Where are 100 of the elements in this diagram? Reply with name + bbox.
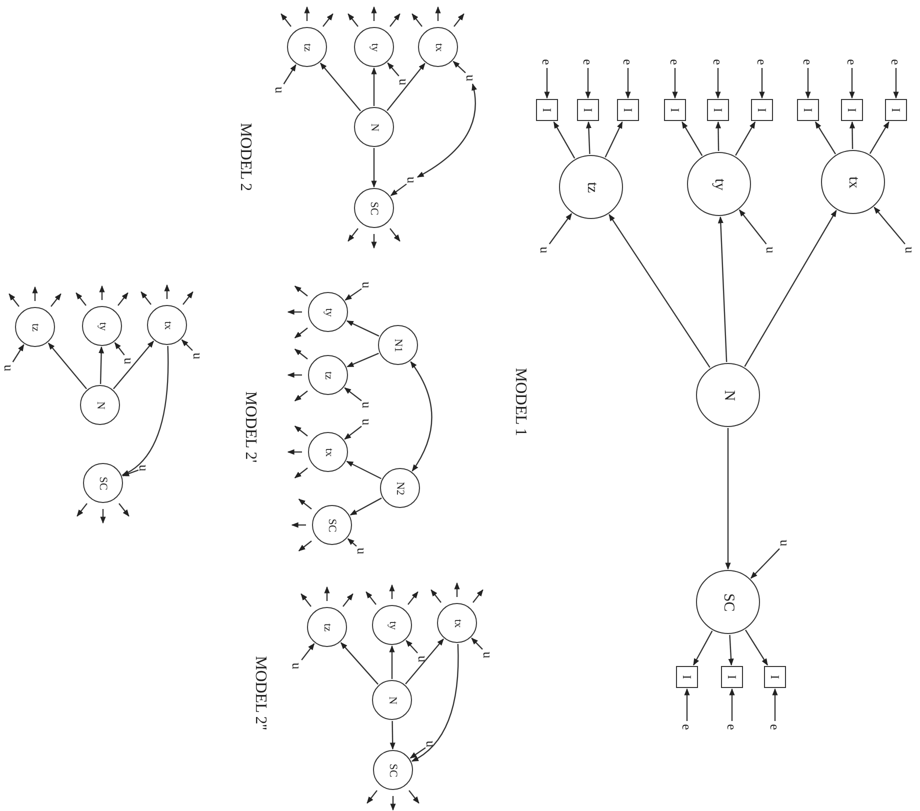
arrow	[625, 68, 631, 99]
indicator-box: I	[797, 99, 819, 121]
arrow	[454, 13, 464, 27]
term-label: u	[406, 176, 418, 184]
latent-variable-circle: tz	[559, 155, 623, 219]
arrow	[12, 344, 24, 362]
term-label: e	[726, 724, 738, 730]
indicator-box: I	[764, 666, 786, 688]
arrow	[118, 292, 128, 306]
arrow	[759, 68, 765, 99]
arrow	[728, 634, 734, 666]
latent-variable-circle: tx	[418, 27, 458, 67]
latent-variable-circle: N	[80, 385, 120, 425]
term-label: e	[846, 59, 858, 65]
term-label: u	[778, 540, 792, 546]
arrow	[8, 293, 20, 307]
arrow	[772, 688, 778, 721]
model-title: MODEL 2	[237, 122, 253, 192]
latent-variable-circle: SC	[312, 505, 352, 545]
curved-arrow	[411, 644, 459, 762]
latent-variable-circle: tx	[437, 603, 477, 643]
indicator-box: I	[885, 99, 907, 121]
arrow	[122, 469, 139, 476]
arrow	[430, 589, 442, 603]
arrow	[682, 121, 703, 156]
arrow	[346, 352, 379, 368]
arrow	[805, 68, 811, 99]
term-label: e	[582, 59, 594, 65]
latent-variable-circle: ty	[687, 152, 751, 216]
arrow	[294, 390, 308, 402]
arrow	[548, 213, 572, 244]
term-label: e	[890, 59, 902, 65]
term-label: u	[360, 282, 374, 288]
arrow	[849, 121, 856, 150]
term-label: u	[274, 86, 286, 94]
arrow	[371, 67, 377, 106]
arrow	[280, 13, 292, 27]
arrow	[344, 288, 362, 301]
arrow	[182, 291, 194, 305]
arrow	[371, 6, 377, 21]
term-label: u	[482, 652, 494, 658]
indicator-box: I	[707, 99, 729, 121]
term-label: u	[290, 662, 304, 670]
term-label: e	[622, 59, 634, 65]
arrow	[348, 228, 358, 242]
latent-variable-circle: tz	[308, 355, 348, 395]
latent-variable-circle: tx	[147, 305, 187, 345]
latent-variable-circle: SC	[83, 463, 123, 503]
arrow	[435, 6, 441, 21]
arrow	[389, 584, 395, 599]
arrow	[371, 234, 377, 249]
model-title: MODEL 2''	[252, 656, 268, 730]
arrow	[729, 688, 735, 721]
arrow	[684, 688, 690, 721]
indicator-box: I	[676, 666, 698, 688]
arrow	[287, 372, 302, 378]
term-label: u	[138, 464, 150, 472]
arrow	[387, 62, 400, 76]
latent-variable-circle: tx	[821, 150, 885, 214]
arrow	[750, 548, 780, 579]
curved-arrow	[122, 346, 169, 476]
arrow	[371, 148, 377, 188]
arrow	[283, 64, 296, 84]
arrow	[874, 206, 906, 244]
arrow	[366, 591, 376, 605]
term-label: u	[416, 656, 430, 662]
arrow	[348, 13, 358, 27]
arrow	[718, 216, 728, 362]
latent-variable-circle: N	[372, 680, 412, 720]
indicator-box: I	[617, 99, 639, 121]
arrow	[390, 796, 396, 811]
term-label: u	[904, 246, 916, 254]
latent-variable-circle: tz	[287, 27, 327, 67]
arrow	[471, 638, 483, 650]
term-label: e	[802, 59, 814, 65]
double-headed-arrow	[410, 361, 432, 472]
term-label: u	[398, 78, 410, 86]
arrow	[586, 121, 592, 154]
arrow	[32, 286, 38, 301]
indicator-box: I	[751, 99, 773, 121]
arrow	[386, 62, 426, 111]
arrow	[294, 426, 308, 436]
arrow	[350, 498, 382, 516]
arrow	[553, 121, 576, 159]
indicator-box: I	[841, 99, 863, 121]
term-label: u	[356, 548, 368, 554]
indicator-box: I	[721, 666, 743, 688]
arrow	[118, 503, 130, 517]
arrow	[294, 328, 308, 338]
arrow	[608, 214, 710, 368]
arrow	[50, 293, 62, 307]
arrow	[164, 284, 170, 299]
arrow	[113, 340, 154, 390]
term-label: e	[668, 59, 682, 65]
arrow	[301, 643, 315, 660]
model-title: MODEL 1	[512, 368, 528, 436]
indicator-box: I	[664, 99, 686, 121]
arrow	[76, 292, 86, 306]
arrow	[544, 68, 550, 99]
latent-variable-circle: tz	[15, 307, 55, 347]
